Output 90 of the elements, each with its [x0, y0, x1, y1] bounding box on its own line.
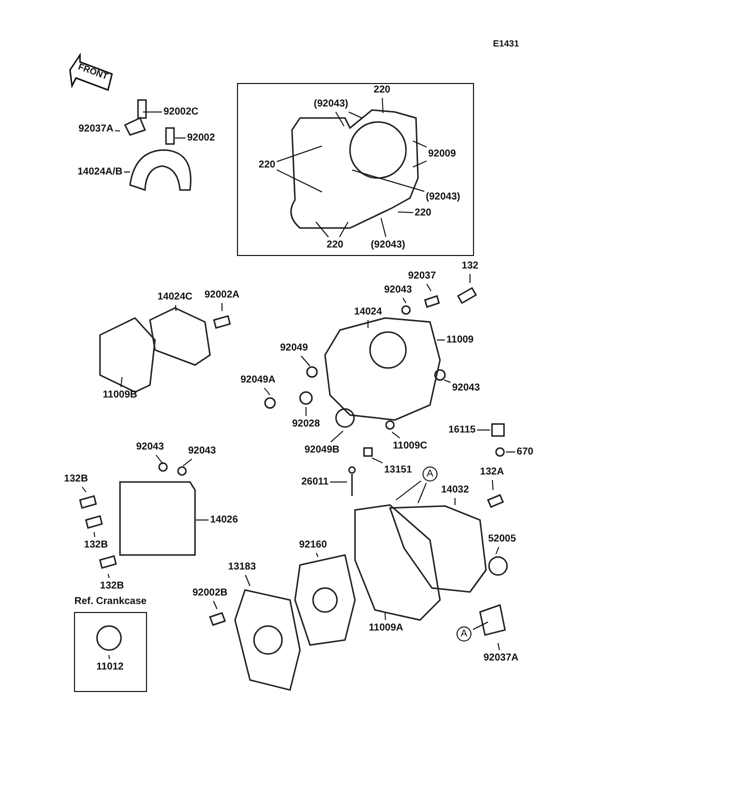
leader-line — [382, 98, 384, 114]
leader-line — [276, 146, 322, 162]
leader-line — [412, 140, 428, 148]
callout-number: 11009C — [392, 440, 428, 452]
callout-number: 220 — [326, 238, 344, 252]
callout-number: 92043 — [452, 382, 480, 394]
leader-line — [348, 112, 362, 118]
callout-number: 92043 — [384, 284, 412, 296]
leader-line — [402, 298, 406, 304]
callout-number: 92002C — [163, 106, 199, 118]
callout-number: 132B — [84, 538, 108, 552]
callout-number: 92043 — [136, 440, 164, 454]
inset-frame — [237, 83, 474, 256]
leader-line — [472, 622, 488, 630]
leader-line — [384, 612, 386, 620]
leader-line — [372, 458, 384, 464]
leader-line — [244, 574, 250, 586]
leader-line — [156, 454, 164, 464]
callout-number: 132B — [100, 580, 124, 592]
callout-number: 14026 — [210, 514, 238, 526]
leader-line — [496, 546, 500, 554]
leader-line — [82, 486, 86, 492]
callout-number: 92002B — [192, 586, 228, 600]
callout-number: 92049B — [304, 444, 340, 456]
frame-heading: Ref. Crankcase — [74, 596, 147, 607]
callout-number: 14024C — [157, 290, 193, 304]
leader-line — [398, 212, 414, 214]
callout-number: 92002 — [187, 132, 215, 144]
sheet-code: E1431 — [492, 38, 520, 50]
callout-number: 132B — [64, 472, 88, 486]
leader-line — [108, 654, 110, 660]
leader-line — [412, 160, 428, 168]
callout-number: 14024 — [354, 306, 382, 318]
leader-line — [418, 482, 427, 504]
leader-line — [120, 376, 122, 388]
leader-line — [392, 432, 400, 438]
callout-number: 132A — [480, 466, 504, 478]
callout-number: 92049A — [240, 374, 276, 386]
callout-number: 11009A — [368, 622, 404, 634]
callout-number: 11009 — [446, 334, 474, 346]
callout-number: 92009 — [428, 148, 456, 160]
leader-line — [498, 642, 500, 650]
leader-line — [454, 498, 456, 506]
callout-number: 92160 — [299, 538, 327, 552]
circle-callout: A — [422, 466, 438, 482]
leader-line — [182, 458, 192, 466]
leader-line — [175, 304, 176, 312]
leader-line — [330, 430, 344, 442]
leader-line — [426, 284, 432, 292]
leader-line — [335, 112, 344, 126]
leader-line — [396, 480, 422, 500]
leader-line — [352, 170, 425, 192]
callout-number: (92043) — [370, 238, 406, 252]
callout-number: (92043) — [426, 190, 460, 204]
leader-line — [316, 222, 329, 238]
callout-number: 220 — [414, 206, 432, 220]
callout-number: 26011 — [301, 476, 329, 488]
leader-line — [114, 130, 120, 132]
callout-number: 13183 — [228, 560, 256, 574]
callout-number: 92037 — [408, 270, 436, 282]
callout-number: 92002A — [204, 288, 240, 302]
callout-number: 92028 — [292, 418, 320, 430]
leader-line — [316, 552, 318, 558]
leader-line — [300, 356, 310, 366]
callout-number: 16115 — [448, 424, 476, 436]
callout-number: 11012 — [96, 660, 124, 674]
leader-line — [492, 480, 494, 490]
callout-number: 670 — [516, 446, 534, 458]
callout-number: 13151 — [384, 464, 412, 476]
leader-line — [213, 600, 218, 610]
leader-line — [380, 218, 386, 238]
callout-number: 92043 — [188, 444, 216, 458]
leader-line — [264, 388, 270, 396]
callout-number: 92049 — [280, 342, 308, 354]
circle-callout: A — [456, 626, 472, 642]
callout-number: 11009B — [102, 388, 138, 402]
callout-number: 92037A — [483, 652, 519, 664]
leader-line — [108, 574, 110, 578]
callout-number: 14024A/B — [77, 166, 123, 178]
callout-number: 220 — [374, 84, 390, 96]
leader-line — [444, 380, 452, 383]
leader-line — [94, 532, 96, 538]
callout-number: 14032 — [441, 484, 469, 496]
callout-number: (92043) — [314, 98, 348, 110]
callout-number: 132 — [462, 260, 478, 272]
callout-number: 52005 — [488, 532, 516, 546]
leader-line — [339, 222, 348, 238]
callout-number: 220 — [258, 158, 276, 172]
callout-number: 92037A — [78, 122, 114, 136]
leader-line — [276, 169, 322, 192]
